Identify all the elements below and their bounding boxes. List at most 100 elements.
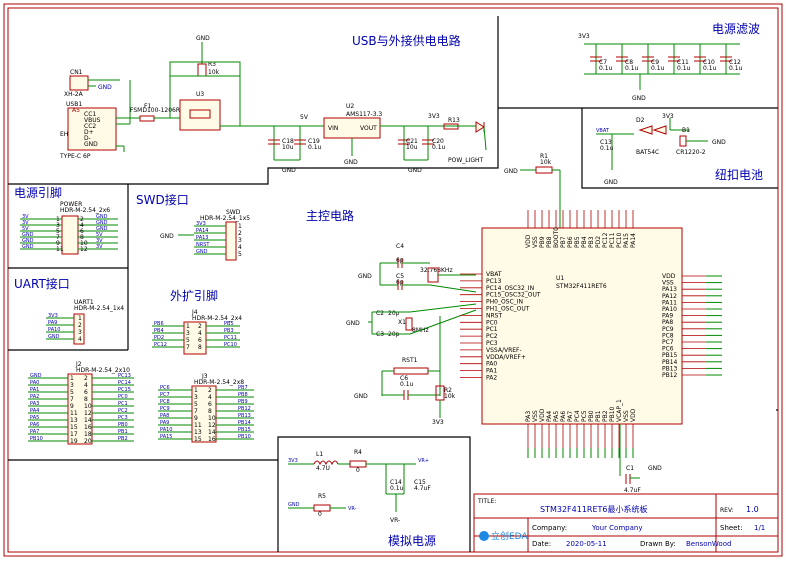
- filter-cap-value: 0.1u: [729, 65, 743, 72]
- j2-net-left: PA2: [30, 394, 39, 400]
- svg-text:VBUS: VBUS: [84, 117, 101, 124]
- j2-pin-num: 1: [70, 375, 74, 382]
- u1-pin-right: PA9: [662, 313, 673, 320]
- svg-text:D2: D2: [636, 117, 645, 124]
- j2-pin-num: 6: [84, 389, 88, 396]
- svg-text:D+: D+: [84, 129, 94, 136]
- svg-text:FSMD100-1206R: FSMD100-1206R: [130, 107, 180, 114]
- u1-pin-top: PB9: [539, 236, 546, 248]
- svg-text:10k: 10k: [208, 69, 220, 76]
- u1-pin-bottom: PA6: [560, 411, 567, 422]
- svg-text:0.1u: 0.1u: [390, 485, 404, 492]
- svg-text:C1: C1: [626, 465, 634, 472]
- j2-pin-num: 2: [84, 375, 88, 382]
- svg-text:0.1u: 0.1u: [600, 145, 614, 152]
- svg-text:GND: GND: [604, 179, 618, 186]
- title-label: TITLE:: [477, 498, 496, 505]
- svg-text:0.1u: 0.1u: [308, 144, 322, 151]
- uart-net: GND: [48, 334, 60, 340]
- u1-pin-top: PA14: [630, 233, 637, 248]
- svg-text:20p: 20p: [388, 310, 400, 317]
- section-power-filter-title: 电源滤波: [712, 22, 760, 36]
- j2-pin-num: 19: [70, 438, 78, 445]
- power-net-left: GND: [22, 232, 34, 238]
- j2-net-left: PA1: [30, 387, 39, 393]
- svg-text:U3: U3: [196, 91, 204, 98]
- j2-net-right: PC1: [118, 401, 128, 407]
- svg-text:VIN: VIN: [328, 125, 338, 132]
- j4-net-left: PD2: [154, 335, 164, 341]
- u1-pin-right: PA8: [662, 319, 673, 326]
- j3-pin-num: 5: [194, 401, 198, 408]
- svg-text:VOUT: VOUT: [360, 125, 377, 132]
- svg-text:C18: C18: [282, 138, 294, 145]
- u1-pin-top: PA15: [623, 233, 630, 248]
- uart-net: PA9: [48, 320, 57, 326]
- swd-pin-num: 1: [238, 223, 242, 230]
- rtc-crystal: C4 6p C5 6p GND 32.768KHz: [358, 243, 477, 293]
- j2-net-right: PB2: [118, 436, 128, 442]
- u1-pin-bottom: VCAP_1: [616, 399, 623, 422]
- r1-boot: R1 10k GND: [504, 153, 561, 230]
- company-label: Company:: [532, 524, 567, 532]
- u1-pin-left: PA1: [486, 368, 497, 375]
- u1-pin-left: PC0: [486, 319, 498, 326]
- u1-pin-top: PB3: [588, 236, 595, 248]
- j4-net-right: PB3: [224, 328, 234, 334]
- section-usb-power-title: USB与外接供电电路: [352, 33, 461, 48]
- hse-crystal: C2 20p C3 20p GND X1 8MHz: [346, 303, 477, 338]
- u1-pin-right: PA13: [662, 286, 677, 293]
- filter-cap-value: 0.1u: [651, 65, 665, 72]
- u1-pin-left: VDDA/VREF+: [486, 354, 526, 361]
- u1-pin-bottom: PA3: [525, 411, 532, 422]
- svg-text:VR-: VR-: [348, 506, 357, 512]
- power-pin-num: 11: [56, 246, 64, 253]
- j2-net-left: PA5: [30, 415, 39, 421]
- j2-pin-num: 4: [84, 382, 88, 389]
- filter-cap-value: 0.1u: [625, 65, 639, 72]
- filter-cap-label: C9: [651, 59, 659, 66]
- u1-pin-top: PB4: [581, 236, 588, 248]
- j4-pin-num: 3: [186, 330, 190, 337]
- j3-pin-num: 4: [208, 394, 212, 401]
- filter-cap-label: C11: [677, 59, 689, 66]
- u1-pin-top: PC11: [609, 232, 616, 248]
- j4-pin-num: 6: [198, 337, 202, 344]
- sheet-label: Sheet:: [720, 524, 743, 532]
- u1-pin-bottom: VDD: [630, 408, 637, 422]
- svg-text:5V: 5V: [300, 114, 309, 121]
- j2-pin-num: 17: [70, 431, 78, 438]
- u1-pin-top: VDD: [525, 234, 532, 248]
- u1-pin-right: PA11: [662, 299, 677, 306]
- j2-pin-num: 12: [84, 410, 92, 417]
- svg-text:HDR-M-2.54_2x6: HDR-M-2.54_2x6: [60, 207, 110, 214]
- swd-net: NRST: [196, 242, 210, 248]
- svg-text:C13: C13: [600, 139, 612, 146]
- svg-text:6p: 6p: [396, 279, 404, 286]
- section-uart-title: UART接口: [14, 276, 70, 291]
- uart-pin-num: 3: [78, 329, 82, 336]
- svg-text:C5: C5: [396, 273, 404, 280]
- section-analog-power-title: 模拟电源: [388, 534, 436, 548]
- svg-text:HDR-M-2.54_2x8: HDR-M-2.54_2x8: [194, 379, 244, 386]
- u1-pin-right: PB15: [662, 352, 678, 359]
- j2-pin-num: 8: [84, 396, 88, 403]
- swd-pin-num: 4: [238, 244, 242, 251]
- svg-text:GND: GND: [98, 84, 112, 91]
- svg-text:10k: 10k: [444, 393, 456, 400]
- svg-text:3V3: 3V3: [578, 33, 590, 40]
- u1-pin-left: PC14_OSC32_IN: [486, 285, 534, 292]
- filter-cap-label: C10: [703, 59, 715, 66]
- power-pin-num: 3: [56, 222, 60, 229]
- section-borders: [8, 16, 778, 552]
- j2-net-left: PA3: [30, 401, 39, 407]
- j3-net-right: PB10: [238, 434, 251, 440]
- j4-pin-num: 8: [198, 344, 202, 351]
- swd-net: GND: [196, 249, 208, 255]
- j2-pin-num: 14: [84, 417, 92, 424]
- logo-text: 立创EDA: [491, 530, 528, 542]
- svg-text:EH: EH: [60, 131, 68, 138]
- date-value: 2020-05-11: [566, 540, 607, 548]
- power-net-right: GND: [96, 226, 108, 232]
